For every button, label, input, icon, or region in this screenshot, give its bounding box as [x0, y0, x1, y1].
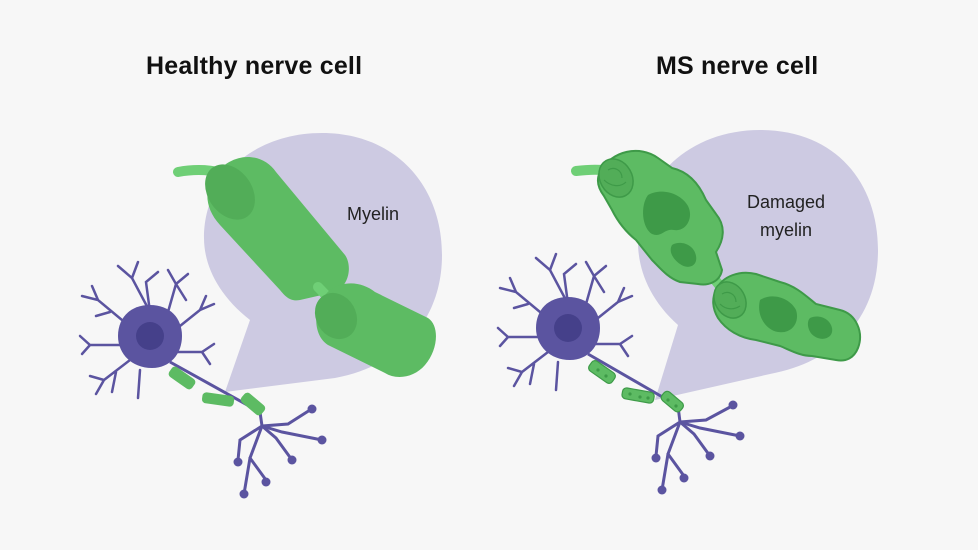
ms-damaged-myelin-segment-small: [712, 271, 861, 362]
myelin-label: Myelin: [347, 204, 400, 224]
ms-panel: [496, 130, 878, 495]
healthy-myelin-segment-small: [314, 283, 436, 377]
ms-axon-terminals: [654, 404, 742, 492]
ms-neuron-nucleus: [554, 314, 582, 342]
healthy-title: Healthy nerve cell: [146, 52, 363, 80]
damaged-myelin-label: Damaged myelin: [731, 188, 841, 244]
healthy-neuron-nucleus: [136, 322, 164, 350]
healthy-terminal-buttons: [233, 404, 327, 499]
ms-small-damaged-myelin: [588, 360, 685, 413]
healthy-neuron-dendrites: [78, 260, 216, 400]
ms-damaged-myelin-segment-large: [596, 149, 724, 286]
ms-terminal-buttons: [651, 400, 745, 495]
healthy-small-myelin-3: [240, 392, 266, 416]
ms-title: MS nerve cell: [656, 52, 819, 80]
healthy-small-myelin-1: [168, 366, 196, 390]
healthy-axon-terminals: [236, 408, 324, 496]
healthy-myelin-segment-large: [205, 156, 349, 301]
healthy-small-myelin-2: [201, 392, 235, 407]
ms-small-myelin-damage-spots: [596, 368, 678, 408]
damaged-myelin-label-line2: myelin: [759, 220, 812, 240]
ms-neuron-dendrites: [496, 252, 634, 392]
healthy-panel: [78, 133, 442, 499]
damaged-myelin-label-line1: Damaged: [746, 192, 826, 212]
